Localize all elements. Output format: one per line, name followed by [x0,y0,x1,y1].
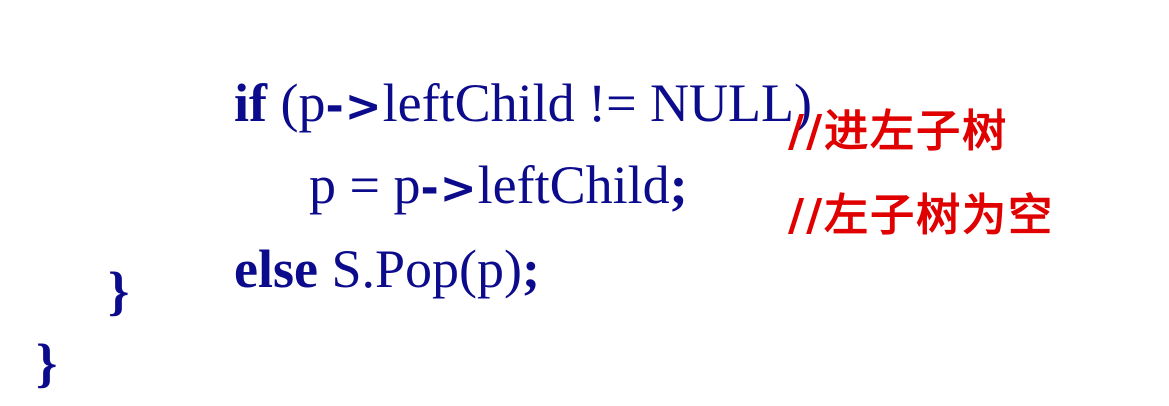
semicolon: ; [669,155,688,215]
arrow-operator: -> [420,163,478,214]
code-text: leftChild != NULL) [382,73,812,133]
code-line-else: else S.Pop(p); [180,188,540,296]
code-line-assign: p = p->leftChild; [255,104,688,212]
comment-enter-left-subtree: //进左子树 [788,106,1009,157]
closing-brace-inner: } [108,261,130,321]
code-text: (p [267,73,326,133]
closing-brace-outer: } [36,333,58,393]
arrow-operator: -> [325,81,383,132]
semicolon: ; [521,239,540,299]
keyword-if: if [234,73,267,133]
keyword-else: else [234,239,318,299]
code-text: leftChild [477,155,670,215]
code-line-if: if (p->leftChild != NULL) [180,22,812,130]
code-text: S.Pop(p) [317,239,522,299]
comment-left-subtree-empty: //左子树为空 [788,190,1055,241]
code-text: p = p [309,155,421,215]
